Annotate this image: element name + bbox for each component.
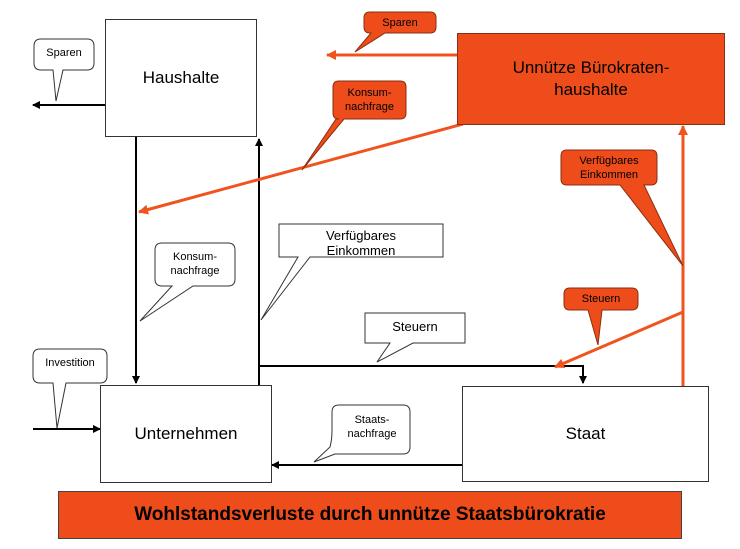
callout-verfuegbar-orange: [560, 149, 684, 267]
banner-text: Wohlstandsverluste durch unnütze Staatsb…: [134, 504, 606, 525]
label-investition: Investition: [45, 357, 95, 369]
staat-steuern-arrow: [554, 310, 684, 369]
label-sparen-orange: Sparen: [382, 17, 418, 29]
node-buerokraten: Unnütze Bürokraten- haushalte: [457, 33, 725, 125]
label-steuern-black: Steuern: [392, 319, 438, 334]
callout-verfuegbar-black: [260, 223, 444, 321]
label-staatsnachfrage: Staats- nachfrage: [347, 414, 397, 440]
label-verfuegbar-black: Verfügbares Einkommen: [325, 228, 397, 258]
staat-label: Staat: [565, 424, 606, 443]
unternehmen-label: Unternehmen: [134, 424, 238, 443]
title-banner: Wohlstandsverluste durch unnütze Staatsb…: [58, 491, 682, 539]
buerokraten-label: Unnütze Bürokraten- haushalte: [512, 58, 670, 99]
callout-staatsnachfrage: [313, 404, 411, 463]
haushalte-label: Haushalte: [142, 68, 220, 87]
callout-steuern-orange: [563, 287, 639, 346]
steuern-arrow: [259, 365, 587, 384]
callout-investition: [32, 348, 108, 429]
callout-steuern-black: [364, 312, 466, 363]
node-staat: Staat: [462, 386, 709, 482]
label-steuern-orange: Steuern: [581, 293, 621, 305]
callout-konsum-black: [139, 242, 236, 322]
callout-sparen-left: [33, 38, 95, 102]
callout-sparen-orange: [354, 11, 437, 53]
buerokraten-konsum-arrow: [138, 122, 464, 215]
label-konsum-orange: Konsum- nachfrage: [345, 87, 394, 113]
label-konsum-black: Konsum- nachfrage: [170, 251, 220, 277]
node-unternehmen: Unternehmen: [100, 385, 272, 483]
label-sparen-left: Sparen: [46, 47, 82, 59]
callout-konsum-orange: [301, 80, 407, 171]
label-verfuegbar-orange: Verfügbares Einkommen: [579, 155, 639, 181]
node-haushalte: Haushalte: [105, 19, 257, 137]
